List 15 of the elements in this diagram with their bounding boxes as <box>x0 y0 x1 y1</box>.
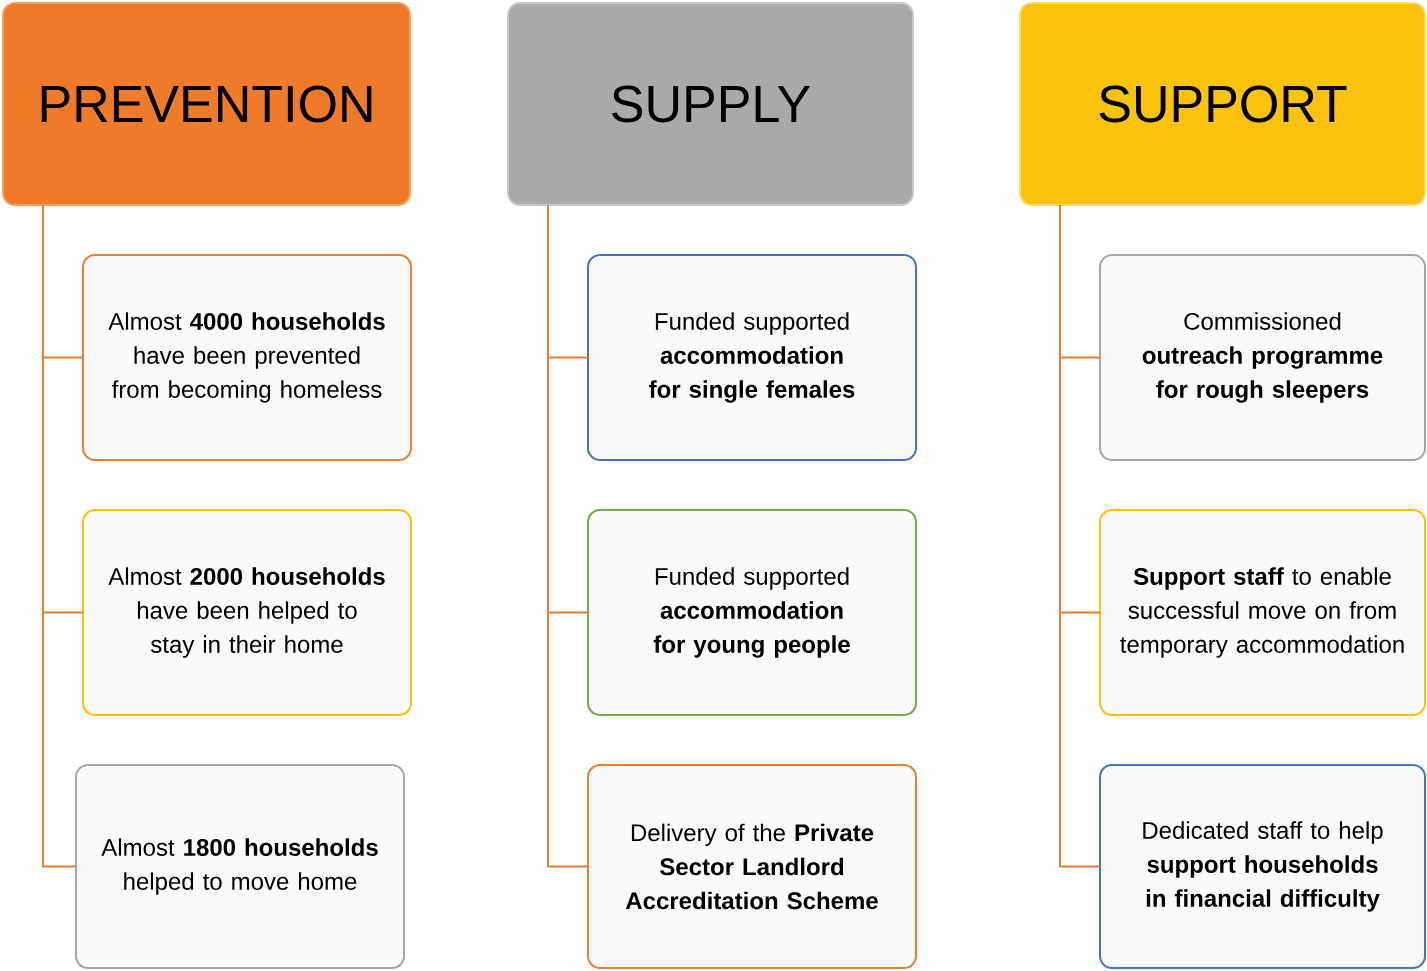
category-header: SUPPLY <box>507 2 914 206</box>
connector-line <box>547 204 589 868</box>
info-box: Almost 4000 households have been prevented from becoming homeless <box>82 254 412 461</box>
info-box: Almost 2000 households have been helped to stay in their home <box>82 509 412 716</box>
category-header: SUPPORT <box>1019 2 1426 206</box>
info-box: Almost 1800 households helped to move home <box>75 764 405 969</box>
info-box: Commissioned outreach programme for rough sleepers <box>1099 254 1426 461</box>
connector-line <box>42 204 77 868</box>
info-box: Dedicated staff to help support households in financial difficulty <box>1099 764 1426 969</box>
info-box: Delivery of the Private Sector Landlord Accreditation Scheme <box>587 764 917 969</box>
info-box: Funded supported accommodation for young people <box>587 509 917 716</box>
info-box: Funded supported accommodation for single females <box>587 254 917 461</box>
connector-line <box>1059 204 1101 868</box>
category-header: PREVENTION <box>2 2 411 206</box>
info-box: Support staff to enable successful move on from temporary accommodation <box>1099 509 1426 716</box>
